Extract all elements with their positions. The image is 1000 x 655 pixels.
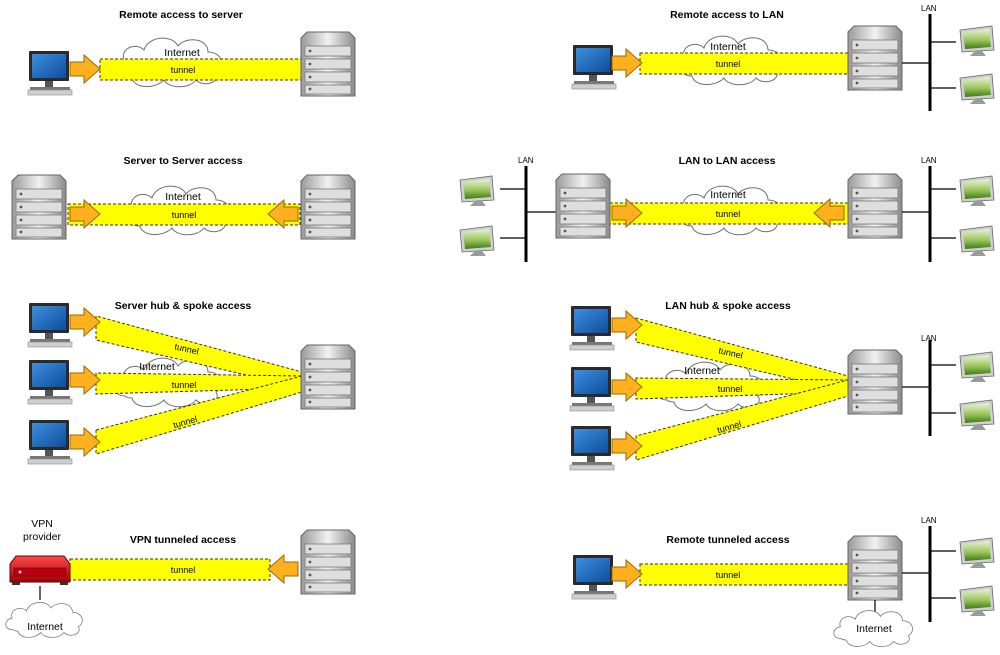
lan-monitor-icon — [959, 225, 995, 257]
laptop-icon — [27, 50, 73, 96]
arrow-icon — [611, 559, 643, 589]
panel-title: Remote access to LAN — [670, 9, 784, 21]
lan-monitor-icon — [959, 351, 995, 383]
cloud-label: Internet — [27, 621, 63, 633]
server-icon — [847, 349, 903, 415]
laptop-icon — [571, 554, 617, 600]
server-icon — [300, 174, 356, 240]
arrow-icon — [69, 54, 101, 84]
tunnel-label: tunnel — [171, 565, 196, 575]
tunnel-label: tunnel — [171, 65, 196, 75]
cloud-label: Internet — [856, 623, 892, 635]
panel-title: LAN hub & spoke access — [665, 300, 791, 312]
lan-monitor-icon — [959, 73, 995, 105]
lan-label: LAN — [921, 516, 937, 525]
server-icon — [847, 535, 903, 601]
laptop-icon — [27, 419, 73, 465]
panel-server-to-server-access: Server to Server access Internet tunnel — [11, 155, 356, 240]
cloud-label: Internet — [164, 47, 200, 59]
panel-title: Server hub & spoke access — [115, 300, 252, 312]
server-icon — [555, 173, 611, 239]
arrow-icon — [611, 48, 643, 78]
server-icon — [847, 173, 903, 239]
tunnel-label: tunnel — [718, 384, 743, 394]
lan-label: LAN — [921, 334, 937, 343]
panel-remote-access-to-server: Remote access to server Internet tunnel — [27, 9, 356, 97]
provider-label-line2: provider — [23, 531, 61, 543]
cloud-label: Internet — [684, 365, 720, 377]
panel-vpn-tunneled-access: VPN tunneled access VPN provider tunnel … — [5, 518, 356, 638]
panel-remote-access-to-lan: Remote access to LAN Internet tunnel LAN — [571, 4, 995, 111]
server-icon — [300, 344, 356, 410]
panel-lan-to-lan-access: LAN to LAN access Internet tunnel LAN LA… — [459, 155, 995, 262]
panel-lan-hub-and-spoke-access: LAN hub & spoke access Internet tunnel t… — [569, 300, 995, 471]
cloud-label: Internet — [165, 191, 201, 203]
panel-remote-tunneled-access: Remote tunneled access tunnel Internet L… — [571, 516, 995, 647]
cloud-label: Internet — [710, 189, 746, 201]
provider-label-line1: VPN — [31, 518, 53, 530]
server-icon — [300, 31, 356, 97]
cloud-label: Internet — [139, 361, 175, 373]
panel-server-hub-and-spoke-access: Server hub & spoke access Internet tunne… — [27, 300, 356, 465]
arrow-icon — [267, 554, 299, 584]
tunnel-label: tunnel — [716, 209, 741, 219]
tunnel — [67, 203, 301, 226]
lan-monitor-icon — [959, 25, 995, 57]
lan-monitor-icon — [959, 585, 995, 617]
lan-monitor-icon — [959, 175, 995, 207]
lan-label: LAN — [921, 156, 937, 165]
lan-monitor-icon — [459, 175, 495, 207]
server-icon — [847, 25, 903, 91]
lan-label: LAN — [921, 4, 937, 13]
vpn-provider-icon — [9, 555, 71, 586]
panel-title: Remote tunneled access — [666, 534, 789, 546]
tunnel — [639, 563, 849, 586]
server-icon — [300, 529, 356, 595]
panel-title: LAN to LAN access — [679, 155, 776, 167]
lan-label: LAN — [518, 156, 534, 165]
tunnel-label: tunnel — [716, 570, 741, 580]
panel-title: VPN tunneled access — [130, 534, 236, 546]
laptop-icon — [571, 44, 617, 90]
laptop-icon — [569, 366, 615, 412]
lan-monitor-icon — [959, 399, 995, 431]
tunnel — [99, 58, 302, 81]
laptop-icon — [27, 302, 73, 348]
panel-title: Remote access to server — [119, 9, 243, 21]
lan-monitor-icon — [959, 537, 995, 569]
laptop-icon — [569, 305, 615, 351]
server-icon — [11, 174, 67, 240]
tunnel-label: tunnel — [716, 59, 741, 69]
panel-title: Server to Server access — [123, 155, 242, 167]
tunnel-label: tunnel — [172, 210, 197, 220]
laptop-icon — [27, 359, 73, 405]
tunnel — [639, 52, 849, 75]
laptop-icon — [569, 425, 615, 471]
tunnel-label: tunnel — [172, 380, 197, 390]
lan-monitor-icon — [459, 225, 495, 257]
cloud-label: Internet — [710, 41, 746, 53]
